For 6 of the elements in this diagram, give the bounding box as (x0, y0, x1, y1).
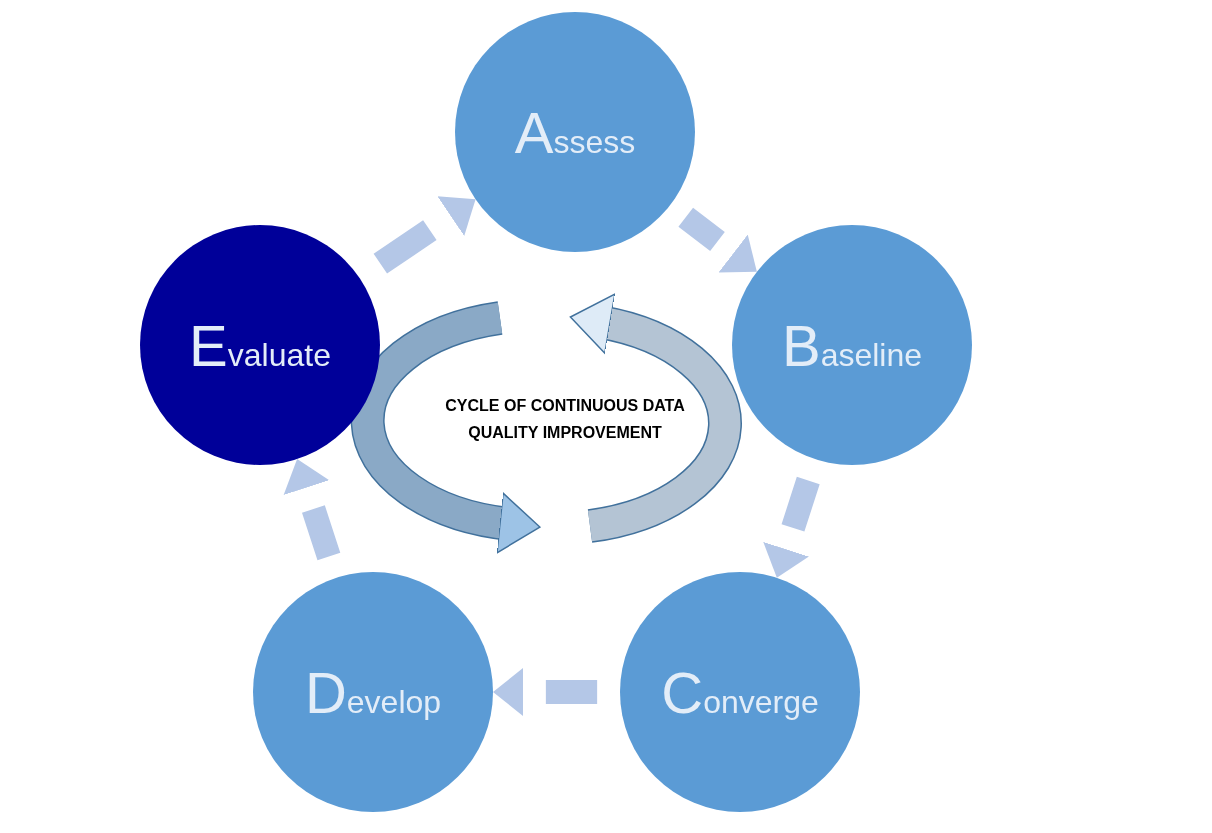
cycle-title: CYCLE OF CONTINUOUS DATA QUALITY IMPROVEMENT (444, 396, 686, 443)
stage-label: Assess (514, 98, 636, 167)
stage-label: Develop (304, 658, 442, 727)
stage-label: Evaluate (189, 311, 331, 380)
stage-label: Converge (661, 658, 819, 727)
stage-label: Baseline (781, 311, 923, 380)
